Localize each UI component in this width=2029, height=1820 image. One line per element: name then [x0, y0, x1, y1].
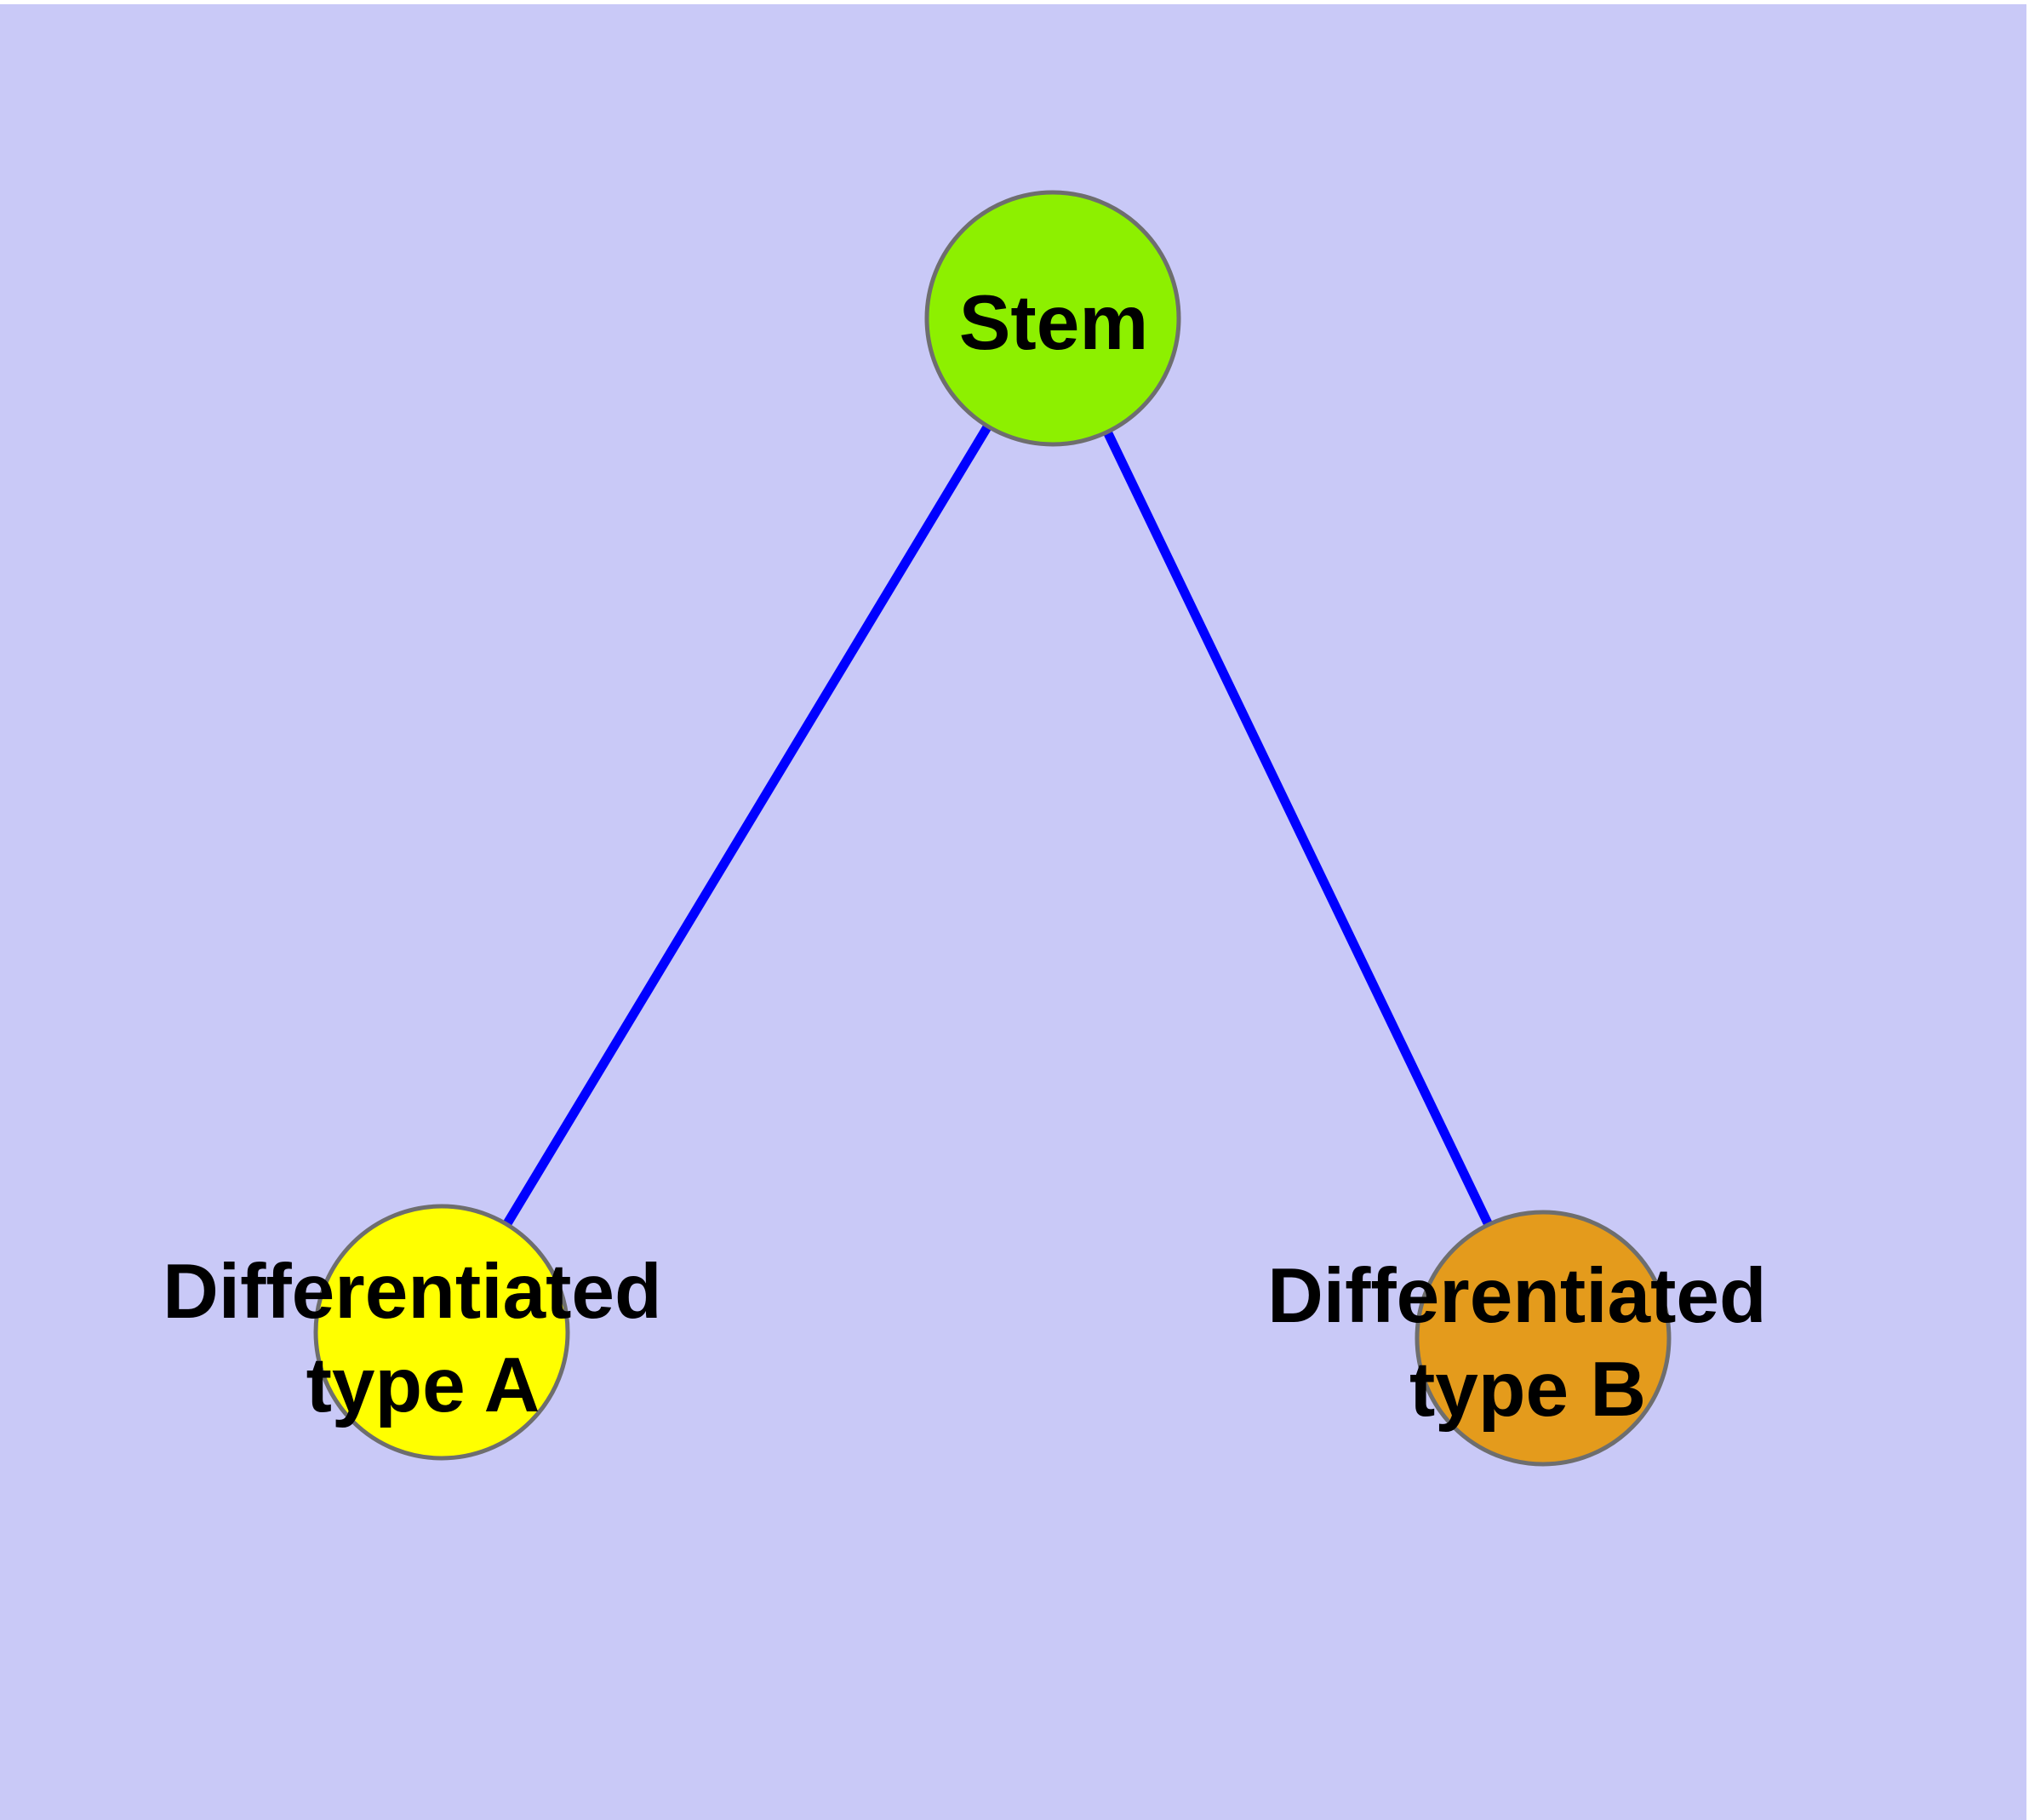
node-differentiated-type-b [1415, 1210, 1672, 1467]
node-label-line: Differentiated [163, 1249, 662, 1335]
node-label-line: type B [1409, 1347, 1646, 1433]
edge-stem-to-type-b [1049, 316, 1547, 1341]
node-label-line: type A [306, 1342, 540, 1428]
node-stem [924, 190, 1181, 447]
node-label-line: Differentiated [1267, 1253, 1767, 1339]
node-differentiated-type-a [313, 1204, 570, 1461]
node-label-differentiated-type-a: Differentiated type A [163, 1249, 683, 1428]
node-label-stem: Stem [959, 280, 1149, 366]
edge-stem-to-type-a [437, 316, 1057, 1335]
node-label-differentiated-type-b: Differentiated type B [1267, 1253, 1788, 1433]
